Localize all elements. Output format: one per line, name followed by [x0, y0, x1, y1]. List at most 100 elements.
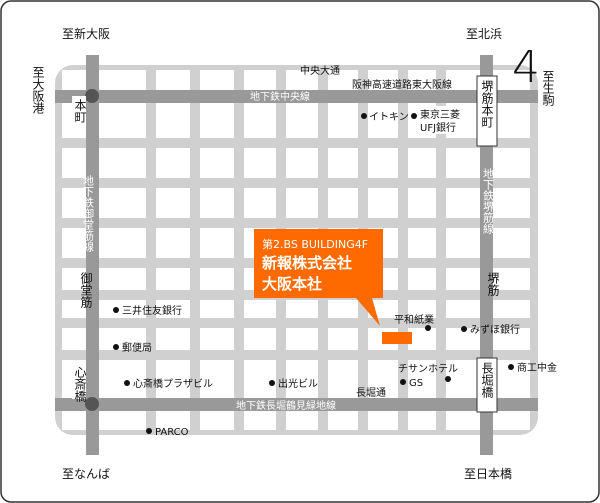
city-block [408, 188, 436, 218]
city-block [328, 70, 358, 90]
city-block [99, 411, 146, 430]
city-block [156, 188, 190, 218]
station-sakaisuji-honmachi: 堺筋本町 [476, 75, 498, 147]
north-arrow-icon: 4 [512, 42, 540, 93]
city-block [156, 148, 190, 178]
shinsaibashi-label: 心斎橋 [73, 366, 87, 403]
station-honmachi: 本町 [72, 96, 87, 126]
office-location-marker [382, 332, 412, 344]
city-block [446, 328, 480, 350]
demitsu-label: 出光ビル [278, 377, 318, 390]
station-nagahoribashi: 長堀橋 [476, 357, 498, 413]
gs-dot [400, 379, 406, 385]
city-block [244, 328, 276, 350]
city-block [99, 360, 146, 398]
city-block [156, 300, 190, 318]
shoko-chukin-dot [508, 364, 514, 370]
callout-bubble [254, 229, 383, 326]
sakaisuji-honmachi-box [476, 75, 498, 147]
midosuji-label: 御堂筋 [79, 271, 93, 309]
tokyo-mitsubishi-dot [411, 113, 417, 119]
callout-office: 大阪本社 [262, 275, 322, 293]
city-block [493, 70, 530, 90]
city-block [368, 360, 398, 398]
hanshin-expressway-label: 阪神高速道路東大阪線 [352, 78, 452, 91]
city-block [62, 228, 86, 258]
parco-dot [146, 428, 152, 434]
chisan-hotel-dot [445, 376, 451, 382]
city-block [200, 360, 234, 398]
shinsaibashi-plaza-dot [124, 380, 130, 386]
ufj-bank-label: UFJ銀行 [420, 121, 456, 134]
shoko-chukin-label: 商工中金 [517, 361, 557, 374]
itokin-label: イトキン [369, 112, 409, 123]
subway-sakaisuji-label: 地下鉄堺筋線 [482, 168, 495, 234]
city-block [62, 411, 86, 430]
sakaisuji-road-bar [480, 55, 493, 455]
direction-kitahama: 至北浜 [466, 27, 502, 41]
city-block [244, 148, 276, 178]
city-block [446, 148, 480, 178]
subway-midosuji-label: 地下鉄御堂筋線 [82, 175, 95, 252]
city-block [62, 268, 86, 290]
city-block [446, 70, 480, 90]
direction-shin-osaka: 至新大阪 [62, 26, 110, 41]
city-block [493, 411, 530, 430]
callout-building: 第2.BS BUILDING4F [262, 237, 368, 251]
city-block [446, 360, 480, 398]
mizuho-dot [461, 326, 467, 332]
midosuji-road-bar [86, 55, 99, 455]
city-block [446, 411, 480, 430]
mitsui-sumitomo-dot [113, 307, 119, 313]
callout-company: 新報株式会社 [262, 254, 352, 272]
city-block [244, 188, 276, 218]
city-block [408, 268, 436, 290]
city-block [200, 188, 234, 218]
city-block [156, 103, 190, 138]
city-block [200, 103, 234, 138]
shinsaibashi-station-marker [85, 397, 99, 411]
nagahori-road-bar [55, 398, 538, 411]
city-block [200, 228, 234, 258]
nagahoribashi-box [476, 357, 498, 413]
city-block [244, 103, 276, 138]
city-block [286, 411, 318, 430]
subway-chuo-label: 地下鉄中央線 [250, 90, 310, 103]
city-block [62, 328, 86, 350]
city-block [328, 103, 358, 138]
city-block [446, 228, 480, 258]
shinsaibashi-label-bg [72, 365, 86, 399]
city-block [408, 411, 436, 430]
landmarks: イトキン 東京三菱 UFJ銀行 三井住友銀行 郵便局 平和紙業 みずほ銀行 心斎… [113, 106, 557, 438]
city-block [368, 148, 398, 178]
mizuho-label: みずほ銀行 [470, 323, 520, 336]
city-block [286, 328, 318, 350]
city-block [493, 228, 530, 258]
city-block [286, 188, 318, 218]
city-block [200, 411, 234, 430]
city-block [99, 148, 146, 178]
shinsaibashi-plaza-label: 心斎橋プラザビル [133, 377, 213, 390]
city-block [286, 103, 318, 138]
city-block [328, 328, 358, 350]
chisan-hotel-label: チサンホテル [398, 363, 458, 375]
city-block [156, 411, 190, 430]
honmachi-label-bg [72, 96, 86, 126]
city-block [493, 328, 530, 350]
chuo-road-bar [55, 90, 538, 103]
office-callout: 第2.BS BUILDING4F 新報株式会社 大阪本社 [254, 229, 412, 344]
nagahori-dori-label: 長堀通 [356, 387, 386, 399]
city-block [286, 360, 318, 398]
honmachi-label: 本町 [73, 99, 87, 123]
city-block [244, 360, 276, 398]
city-block [99, 228, 146, 258]
city-block [156, 268, 190, 290]
city-block [156, 70, 190, 90]
city-block [408, 70, 436, 90]
city-block [446, 188, 480, 218]
city-block [328, 411, 358, 430]
direction-namba: 至なんば [62, 467, 110, 481]
city-block [328, 300, 358, 318]
city-block [286, 148, 318, 178]
city-block [286, 70, 318, 90]
